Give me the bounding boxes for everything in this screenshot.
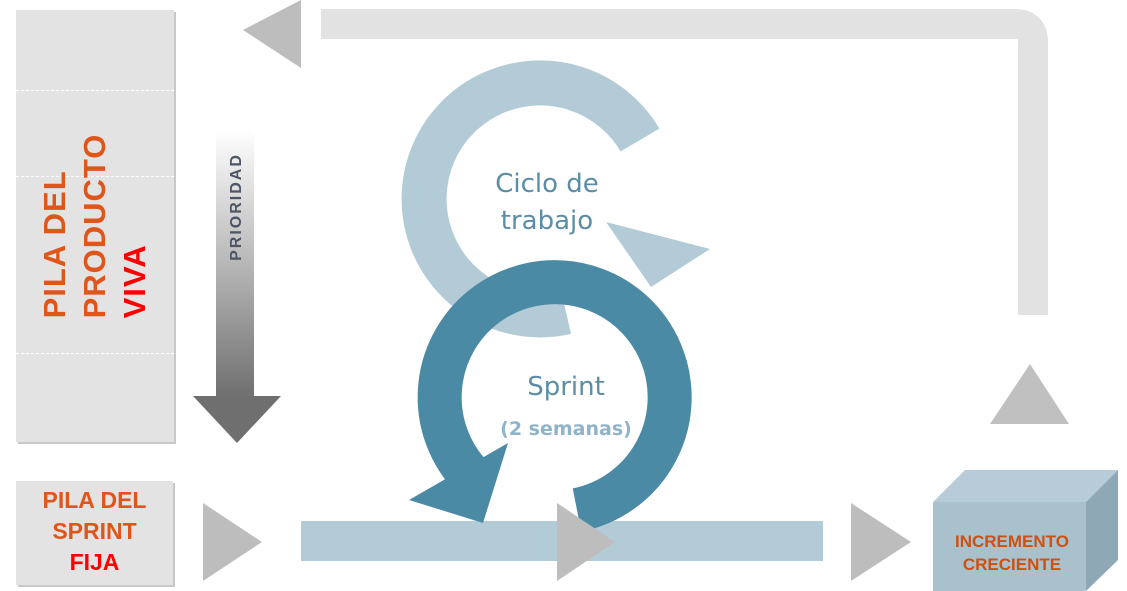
sprint-duration: (2 semanas): [500, 418, 632, 440]
up-triangle: [990, 364, 1069, 424]
work-cycle-line1: Ciclo de: [495, 169, 599, 199]
product-backlog-line2: PRODUCTO: [77, 133, 112, 319]
increment-box-top: [933, 470, 1118, 502]
increment-box-side: [1086, 470, 1118, 591]
sprint-backlog-line1: PILA DEL: [42, 487, 147, 513]
product-backlog-line1: PILA DEL: [37, 170, 72, 319]
product-backlog-card: PILA DEL PRODUCTO VIVA: [16, 10, 174, 442]
work-cycle-line2: trabajo: [500, 206, 594, 236]
sprint-backlog-line2: SPRINT: [52, 518, 137, 544]
priority-arrow-shaft: [216, 130, 254, 398]
sprint-backlog-card: PILA DEL SPRINT FIJA: [16, 481, 173, 585]
increment-label: INCREMENTO CRECIENTE: [933, 530, 1091, 576]
sprint-label: Sprint: [527, 372, 605, 402]
sprint-cycle-arrowhead: [409, 443, 508, 523]
sprint-backlog-line3: FIJA: [69, 549, 120, 575]
feedback-loop-path: [321, 8, 1048, 315]
priority-arrowhead: [193, 396, 281, 443]
flow-triangle-1: [203, 503, 262, 581]
priority-label: PRIORIDAD: [228, 153, 245, 261]
product-backlog-line3: VIVA: [117, 244, 152, 319]
sprint-cycle-ring: [417, 260, 692, 532]
work-cycle-arrowhead: [606, 222, 710, 287]
increment-box-front: [933, 502, 1086, 591]
flow-triangle-2: [557, 503, 615, 581]
increment-line2: CRECIENTE: [962, 555, 1062, 574]
product-backlog-label: PILA DEL PRODUCTO VIVA: [35, 134, 155, 319]
work-cycle-label: Ciclo de trabajo: [447, 166, 647, 240]
increment-line1: INCREMENTO: [955, 532, 1069, 551]
flow-triangle-3: [851, 503, 911, 581]
feedback-arrowhead: [243, 0, 301, 68]
